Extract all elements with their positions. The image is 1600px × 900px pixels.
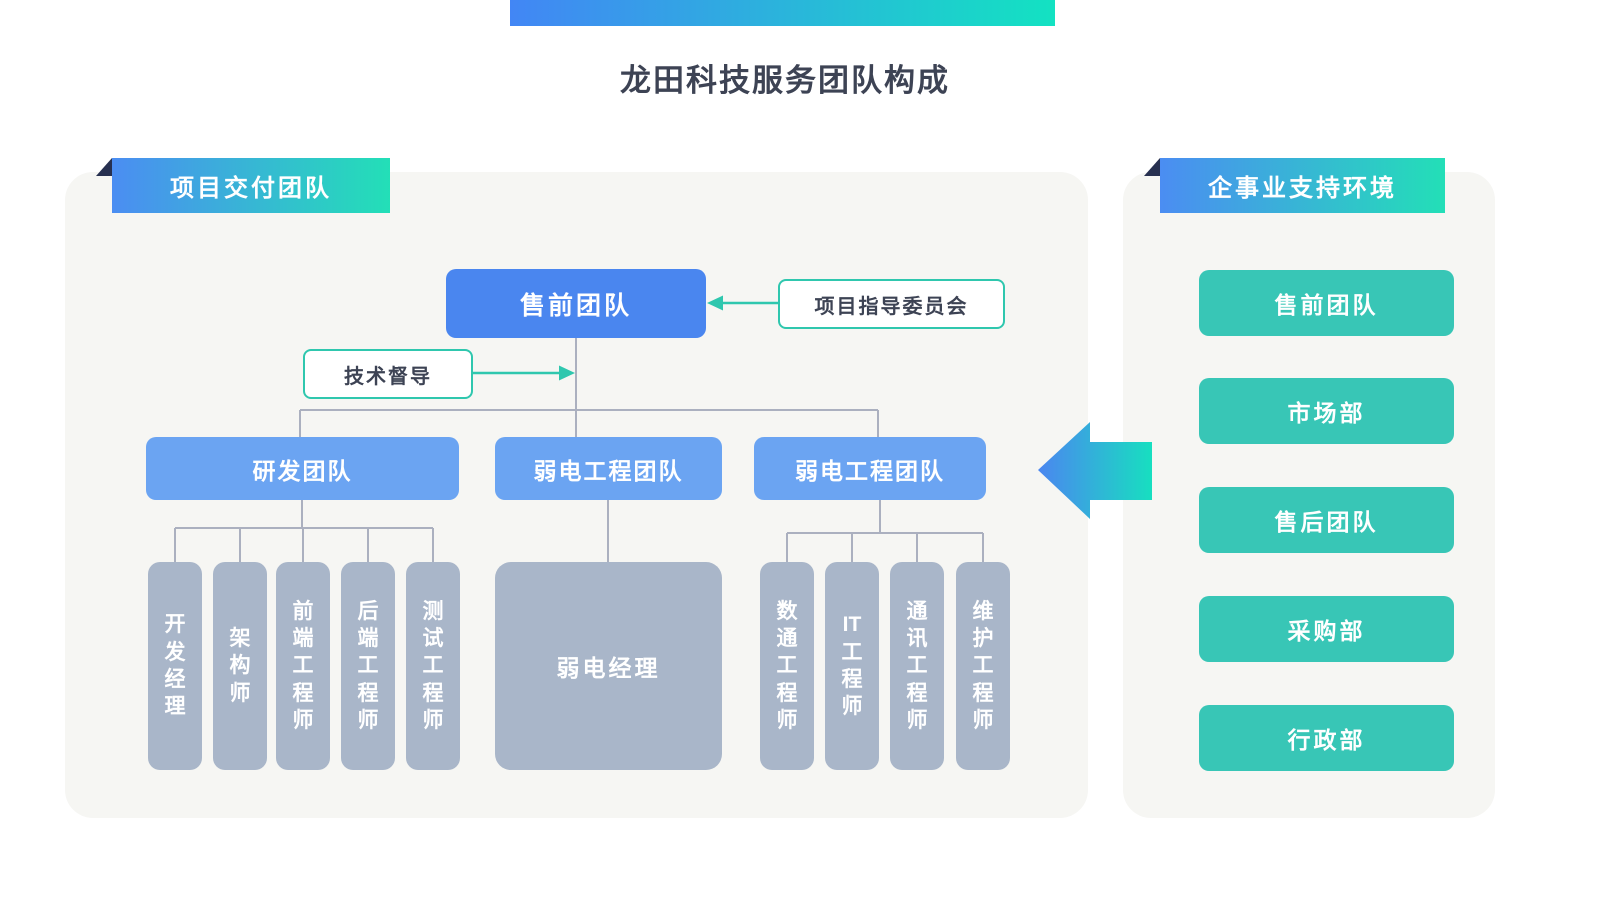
team-node-weak-current-2: 弱电工程团队: [754, 437, 986, 500]
weak-current-manager-node: 弱电经理: [495, 562, 722, 770]
department-item-aftersales: 售后团队: [1199, 487, 1454, 553]
department-item-marketing: 市场部: [1199, 378, 1454, 444]
member-node-dev-manager: 开发经理: [148, 562, 202, 770]
member-node-telecom: 通讯工程师: [890, 562, 944, 770]
member-node-frontend: 前端工程师: [276, 562, 330, 770]
team-node-weak-current-1: 弱电工程团队: [495, 437, 722, 500]
member-node-maintenance: 维护工程师: [956, 562, 1010, 770]
member-node-it: IT工程师: [825, 562, 879, 770]
member-node-backend: 后端工程师: [341, 562, 395, 770]
steering-committee-node: 项目指导委员会: [778, 279, 1005, 329]
tech-supervision-node: 技术督导: [303, 349, 473, 399]
member-node-datacom: 数通工程师: [760, 562, 814, 770]
department-item-presales: 售前团队: [1199, 270, 1454, 336]
member-node-architect: 架构师: [213, 562, 267, 770]
title-accent-bar: [510, 0, 1055, 26]
team-node-rd: 研发团队: [146, 437, 459, 500]
presales-team-node: 售前团队: [446, 269, 706, 338]
page-title: 龙田科技服务团队构成: [620, 63, 950, 98]
big-left-arrow-icon: [1038, 422, 1152, 519]
department-item-procurement: 采购部: [1199, 596, 1454, 662]
arrow-right-icon: [559, 365, 575, 381]
department-item-admin: 行政部: [1199, 705, 1454, 771]
arrow-left-icon: [707, 295, 723, 311]
delivery-ribbon: 项目交付团队: [112, 158, 390, 213]
member-node-test: 测试工程师: [406, 562, 460, 770]
support-ribbon: 企事业支持环境: [1160, 158, 1445, 213]
